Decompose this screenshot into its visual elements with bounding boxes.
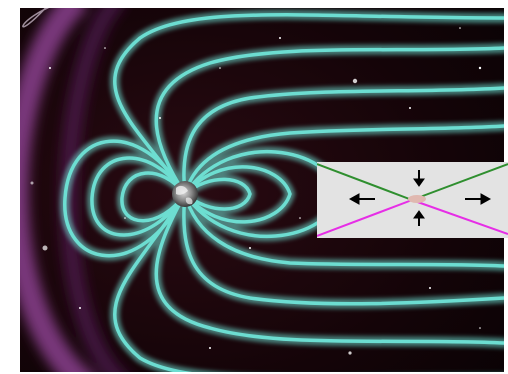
x-point-marker xyxy=(408,195,426,203)
reconnection-inset xyxy=(317,162,508,238)
earth xyxy=(172,181,198,207)
